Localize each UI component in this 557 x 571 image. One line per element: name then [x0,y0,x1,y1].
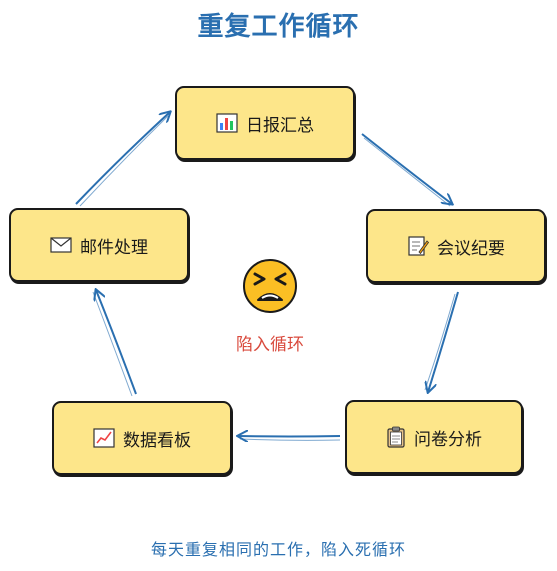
node-meeting-notes-label: 会议纪要 [437,238,505,259]
node-daily-report: 日报汇总 [175,86,355,160]
node-survey-analysis: 问卷分析 [345,400,523,474]
arrow-meeting-to-survey [428,291,459,392]
envelope-icon [50,237,72,253]
arrow-survey-to-dashboard [238,436,341,437]
node-meeting-notes: 会议纪要 [366,209,546,283]
arrow-dashboard-to-email [96,290,137,395]
node-email-handling-label: 邮件处理 [80,237,148,258]
bar-chart-icon [216,113,238,133]
node-data-dashboard: 数据看板 [52,401,232,475]
center-label: 陷入循环 [236,335,304,355]
arrow-email-to-report [75,112,170,205]
line-chart-icon [93,428,115,448]
clipboard-icon [386,426,406,448]
node-email-handling: 邮件处理 [9,208,189,282]
node-data-dashboard-label: 数据看板 [123,430,191,451]
diagram-title: 重复工作循环 [197,12,360,42]
caption: 每天重复相同的工作，陷入死循环 [150,540,406,559]
arrow-report-to-meeting [361,133,452,204]
memo-icon [407,235,429,257]
node-survey-analysis-label: 问卷分析 [414,429,482,450]
node-daily-report-label: 日报汇总 [246,115,314,136]
tired-face-icon [242,258,298,318]
